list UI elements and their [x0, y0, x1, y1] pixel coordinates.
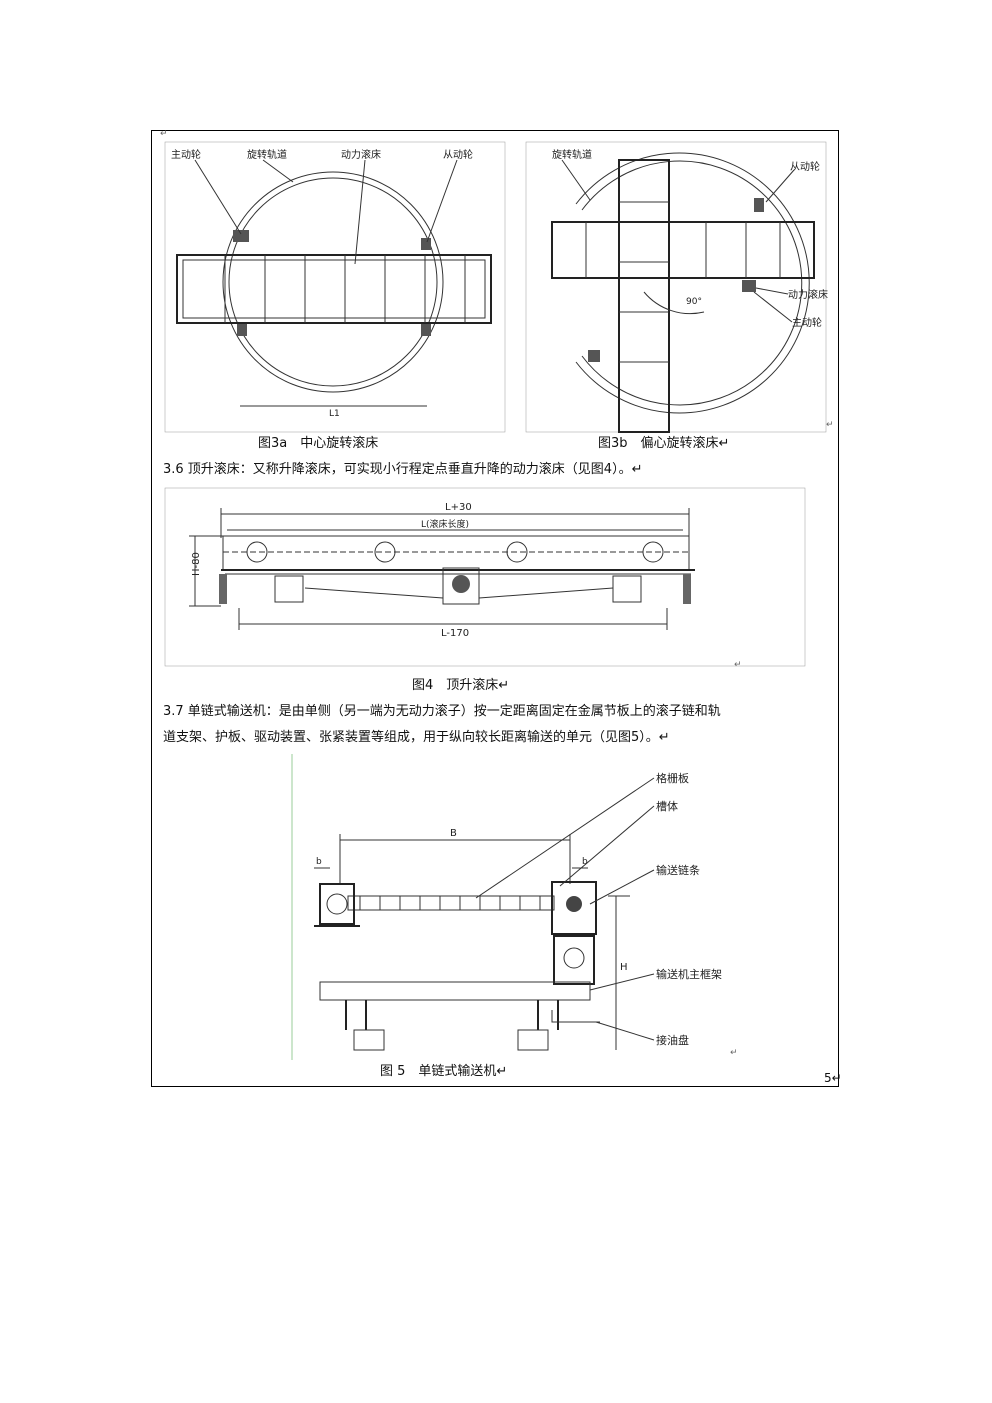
label-powered-roller-bed: 动力滚床 — [788, 288, 828, 301]
label-drive-wheel: 主动轮 — [792, 316, 822, 329]
figure-5-single-chain-conveyor: B b b H 格栅板 槽体 输送链条 输送机主框架 接油盘 — [291, 754, 722, 1060]
label-frame-body: 槽体 — [656, 799, 678, 813]
label-grating: 格栅板 — [656, 771, 689, 785]
label-driven-wheel: 从动轮 — [790, 160, 820, 173]
label-rotary-track: 旋转轨道 — [552, 148, 592, 161]
figure-4-lifting-roller-bed: L+30 L(滚床长度) H-80 L-170 — [164, 487, 806, 667]
figure-3b-caption: 图3b 偏心旋转滚床↵ — [598, 436, 730, 451]
dim-width: B — [450, 828, 457, 839]
dim-b-left: b — [316, 857, 322, 867]
dim-height: H-80 — [191, 552, 202, 576]
section-3-7-line-2: 道支架、护板、驱动装置、张紧装置等组成，用于纵向较长距离输送的单元（见图5）。↵ — [163, 730, 670, 745]
figure-3b-eccentric-rotary-roller-bed: 90° 旋转轨道 从动轮 动力滚床 主动轮 — [525, 141, 828, 433]
label-powered-roller-bed: 动力滚床 — [341, 148, 381, 161]
figure-3a-center-rotary-roller-bed: 主动轮 旋转轨道 动力滚床 从动轮 L1 — [164, 141, 506, 433]
figure-5-caption: 图 5 单链式输送机↵ — [380, 1064, 508, 1079]
paragraph-mark: ↵ — [160, 129, 168, 139]
paragraph-mark: ↵ — [826, 420, 834, 430]
dim-b-right: b — [582, 857, 588, 867]
label-oil-pan: 接油盘 — [656, 1033, 689, 1047]
page-frame — [151, 130, 839, 1087]
dim-l1: L1 — [329, 409, 340, 419]
section-3-7-line-1: 3.7 单链式输送机：是由单侧（另一端为无动力滚子）按一定距离固定在金属节板上的… — [163, 704, 721, 719]
dim-height: H — [620, 962, 628, 973]
label-rotary-track: 旋转轨道 — [247, 148, 287, 161]
label-angle: 90° — [686, 297, 702, 307]
dim-bottom: L-170 — [441, 628, 469, 639]
label-driven-wheel: 从动轮 — [443, 148, 473, 161]
dim-middle: L(滚床长度) — [421, 518, 469, 530]
figure-3a-caption: 图3a 中心旋转滚床 — [258, 436, 379, 451]
figure-4-caption: 图4 顶升滚床↵ — [412, 678, 510, 693]
paragraph-mark: ↵ — [730, 1048, 738, 1058]
dim-top: L+30 — [445, 502, 472, 513]
label-main-frame: 输送机主框架 — [656, 967, 722, 981]
paragraph-mark: ↵ — [734, 660, 742, 670]
label-chain: 输送链条 — [656, 863, 700, 877]
label-drive-wheel: 主动轮 — [171, 148, 201, 161]
page-number: 5↵ — [824, 1071, 842, 1085]
section-3-6-text: 3.6 顶升滚床：又称升降滚床，可实现小行程定点垂直升降的动力滚床（见图4）。↵ — [163, 462, 643, 477]
